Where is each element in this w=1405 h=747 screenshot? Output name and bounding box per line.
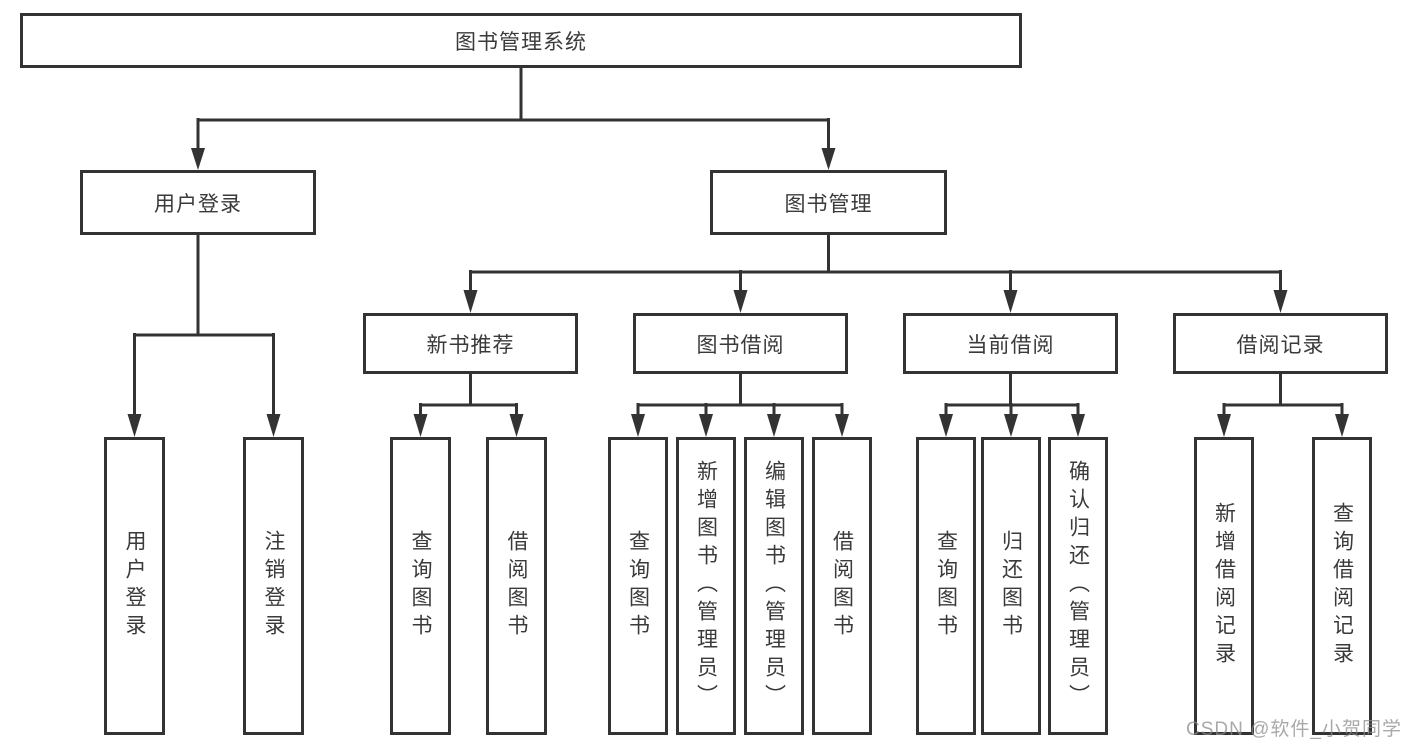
node-current-return-books: 归还图书 <box>981 437 1041 735</box>
node-borrowing-edit-books-admin: 编辑图书（管理员） <box>744 437 804 735</box>
node-user-login-group: 用户登录 <box>80 170 316 235</box>
node-new-book-recommend: 新书推荐 <box>363 313 578 374</box>
branch-book-borrowing <box>636 373 844 416</box>
node-borrowing-query-books: 查询图书 <box>608 437 668 735</box>
node-library-system: 图书管理系统 <box>20 13 1022 68</box>
node-borrowing-borrow-books: 借阅图书 <box>812 437 872 735</box>
branch-book-management <box>469 235 1282 294</box>
node-borrowing-records: 借阅记录 <box>1173 313 1388 374</box>
node-current-borrowing: 当前借阅 <box>903 313 1118 374</box>
node-book-borrowing: 图书借阅 <box>633 313 848 374</box>
node-user-login: 用户登录 <box>104 437 165 735</box>
csdn-watermark: CSDN @软件_小贺同学 <box>1186 719 1402 740</box>
node-current-confirm-return-admin: 确认归还（管理员） <box>1048 437 1108 735</box>
node-logout-login: 注销登录 <box>243 437 304 735</box>
node-recommend-query-books: 查询图书 <box>390 437 451 735</box>
branch-user-login <box>133 235 275 416</box>
node-borrowing-add-books-admin: 新增图书（管理员） <box>676 437 736 735</box>
branch-borrowing-records <box>1222 373 1344 416</box>
branch-new-book-recommend <box>419 373 518 416</box>
node-records-query-record: 查询借阅记录 <box>1312 437 1372 735</box>
node-recommend-borrow-books: 借阅图书 <box>486 437 547 735</box>
node-current-query-books: 查询图书 <box>916 437 976 735</box>
arrowheads <box>127 148 1349 437</box>
branch-root <box>196 68 830 150</box>
node-book-management: 图书管理 <box>710 170 947 235</box>
node-records-add-record: 新增借阅记录 <box>1194 437 1254 735</box>
branch-current-borrowing <box>944 373 1080 416</box>
